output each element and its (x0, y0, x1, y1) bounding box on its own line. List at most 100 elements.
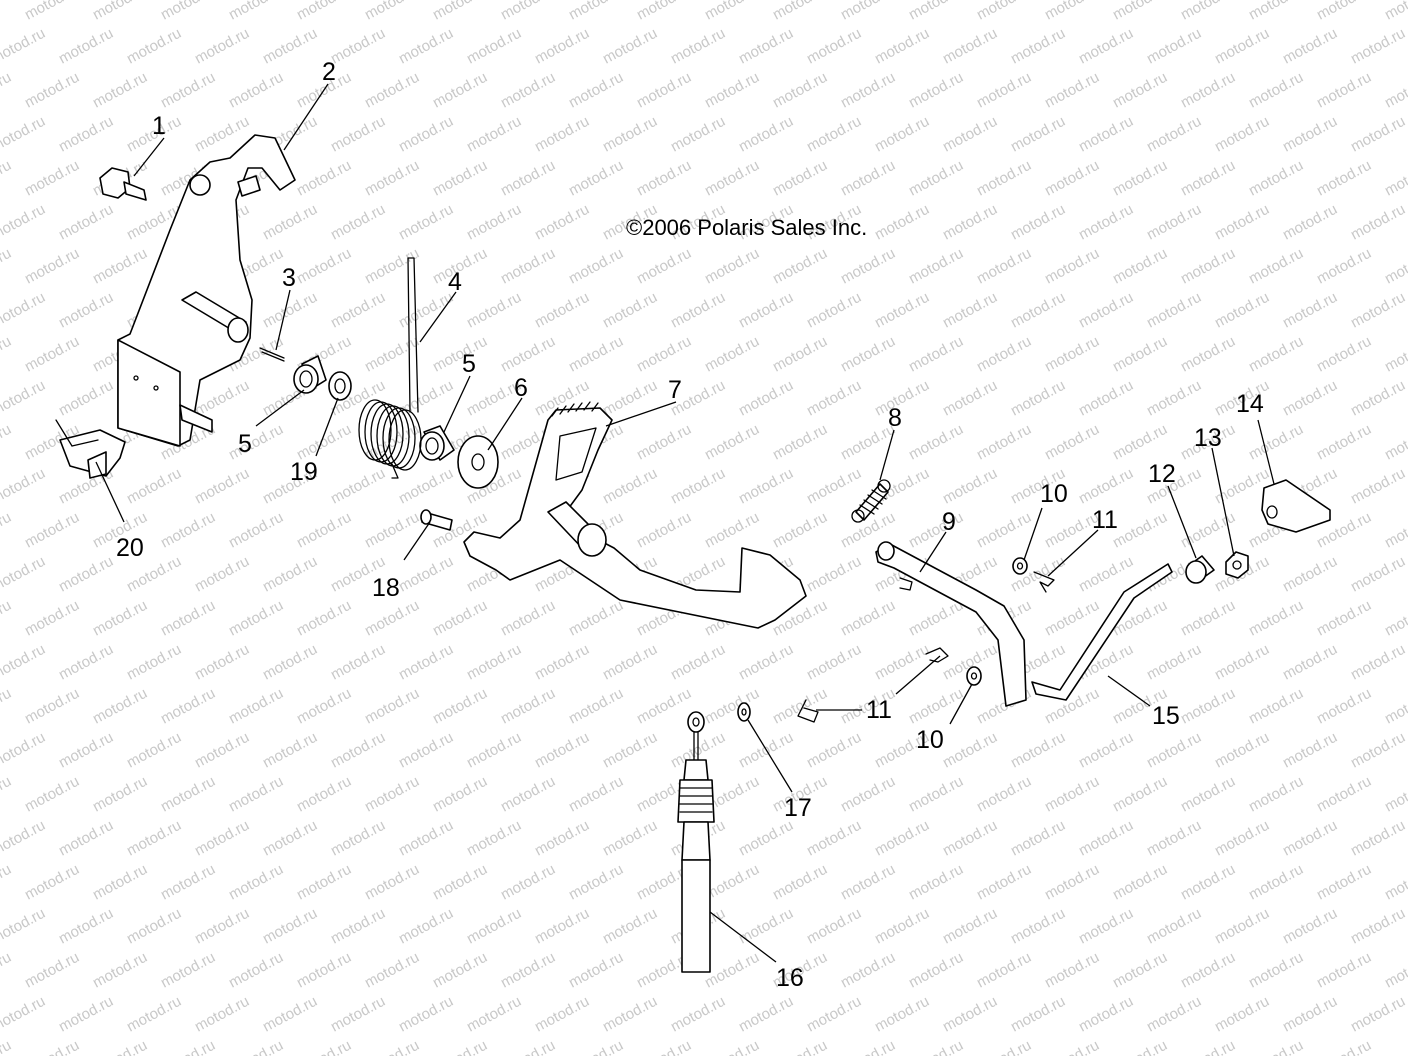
watermark-text: motod.ru (1314, 861, 1374, 904)
watermark-text: motod.ru (974, 861, 1034, 904)
watermark-text: motod.ru (804, 25, 864, 68)
part-5-bushing-right (419, 425, 455, 461)
watermark-text: motod.ru (90, 861, 150, 904)
watermark-text: motod.ru (158, 1037, 218, 1056)
watermark-text: motod.ru (668, 289, 728, 332)
callouts: 1 2 3 4 5 5 19 6 7 8 9 10 11 12 13 14 20… (116, 58, 1264, 992)
watermark-text: motod.ru (974, 421, 1034, 464)
part-9-lever (875, 541, 1027, 707)
watermark-text: motod.ru (1042, 0, 1102, 24)
watermark-text: motod.ru (0, 817, 48, 860)
watermark-text: motod.ru (498, 157, 558, 200)
watermark-text: motod.ru (974, 509, 1034, 552)
watermark-text: motod.ru (634, 509, 694, 552)
part-19-washer (328, 371, 352, 401)
watermark-text: motod.ru (1348, 553, 1408, 596)
watermark-text: motod.ru (0, 465, 48, 508)
watermark-text: motod.ru (600, 905, 660, 948)
watermark-text: motod.ru (872, 641, 932, 684)
watermark-text: motod.ru (940, 729, 1000, 772)
watermark-text: motod.ru (158, 69, 218, 112)
watermark-text: motod.ru (1212, 289, 1272, 332)
watermark-text: motod.ru (1382, 421, 1408, 464)
watermark-text: motod.ru (906, 685, 966, 728)
watermark-text: motod.ru (1382, 773, 1408, 816)
watermark-text: motod.ru (56, 817, 116, 860)
watermark-text: motod.ru (940, 465, 1000, 508)
watermark-text: motod.ru (770, 333, 830, 376)
watermark-text: motod.ru (1314, 1037, 1374, 1056)
watermark-text: motod.ru (192, 553, 252, 596)
watermark-text: motod.ru (0, 597, 14, 640)
watermark-text: motod.ru (124, 993, 184, 1036)
watermark-text: motod.ru (974, 245, 1034, 288)
part-12-bushing (1185, 555, 1215, 584)
watermark-text: motod.ru (498, 773, 558, 816)
watermark-text: motod.ru (56, 377, 116, 420)
watermark-text: motod.ru (770, 509, 830, 552)
watermark-text: motod.ru (192, 993, 252, 1036)
watermark-text: motod.ru (634, 685, 694, 728)
part-2-bracket (117, 134, 296, 447)
watermark-text: motod.ru (464, 25, 524, 68)
watermark-text: motod.ru (804, 817, 864, 860)
watermark-text: motod.ru (838, 597, 898, 640)
watermark-text: motod.ru (124, 905, 184, 948)
watermark-text: motod.ru (770, 861, 830, 904)
watermark-text: motod.ru (1280, 729, 1340, 772)
watermark-text: motod.ru (566, 245, 626, 288)
watermark-text: motod.ru (0, 773, 14, 816)
watermark-text: motod.ru (396, 377, 456, 420)
watermark-text: motod.ru (294, 509, 354, 552)
watermark-text: motod.ru (1348, 729, 1408, 772)
callout-7: 7 (668, 376, 682, 404)
watermark-text: motod.ru (940, 817, 1000, 860)
watermark-text: motod.ru (634, 421, 694, 464)
callout-1: 1 (152, 112, 166, 140)
watermark-text: motod.ru (906, 773, 966, 816)
watermark-text: motod.ru (804, 113, 864, 156)
watermark-text: motod.ru (22, 773, 82, 816)
watermark-text: motod.ru (0, 729, 48, 772)
watermark-text: motod.ru (0, 289, 48, 332)
callout-4: 4 (448, 268, 462, 296)
watermark-text: motod.ru (328, 465, 388, 508)
watermark-text: motod.ru (158, 685, 218, 728)
watermark-text: motod.ru (1382, 157, 1408, 200)
watermark-text: motod.ru (226, 949, 286, 992)
watermark-text: motod.ru (1076, 113, 1136, 156)
callout-18: 18 (372, 574, 400, 602)
watermark-text: motod.ru (838, 157, 898, 200)
watermark-text: motod.ru (532, 993, 592, 1036)
watermark-text: motod.ru (294, 685, 354, 728)
watermark-text: motod.ru (566, 0, 626, 24)
watermark-text: motod.ru (430, 597, 490, 640)
watermark-text: motod.ru (668, 993, 728, 1036)
watermark-text: motod.ru (226, 685, 286, 728)
watermark-text: motod.ru (1110, 0, 1170, 24)
watermark-text: motod.ru (0, 377, 48, 420)
watermark-text: motod.ru (22, 597, 82, 640)
callout-10-top: 10 (1040, 480, 1068, 508)
watermark-text: motod.ru (1348, 817, 1408, 860)
watermark-text: motod.ru (668, 113, 728, 156)
watermark-text: motod.ru (158, 949, 218, 992)
callout-17: 17 (784, 794, 812, 822)
watermark-text: motod.ru (1178, 597, 1238, 640)
watermark-text: motod.ru (464, 641, 524, 684)
watermark-text: motod.ru (464, 817, 524, 860)
watermark-text: motod.ru (1178, 685, 1238, 728)
watermark-text: motod.ru (600, 993, 660, 1036)
watermark-text: motod.ru (702, 949, 762, 992)
watermark-text: motod.ru (362, 69, 422, 112)
part-11-clip-mid (925, 647, 949, 663)
watermark-text: motod.ru (0, 0, 14, 24)
watermark-text: motod.ru (498, 597, 558, 640)
watermark-text: motod.ru (1280, 289, 1340, 332)
watermark-text: motod.ru (1076, 993, 1136, 1036)
watermark-text: motod.ru (702, 245, 762, 288)
watermark-text: motod.ru (906, 245, 966, 288)
watermark-text: motod.ru (838, 949, 898, 992)
watermark-text: motod.ru (1008, 201, 1068, 244)
watermark-text: motod.ru (1008, 113, 1068, 156)
